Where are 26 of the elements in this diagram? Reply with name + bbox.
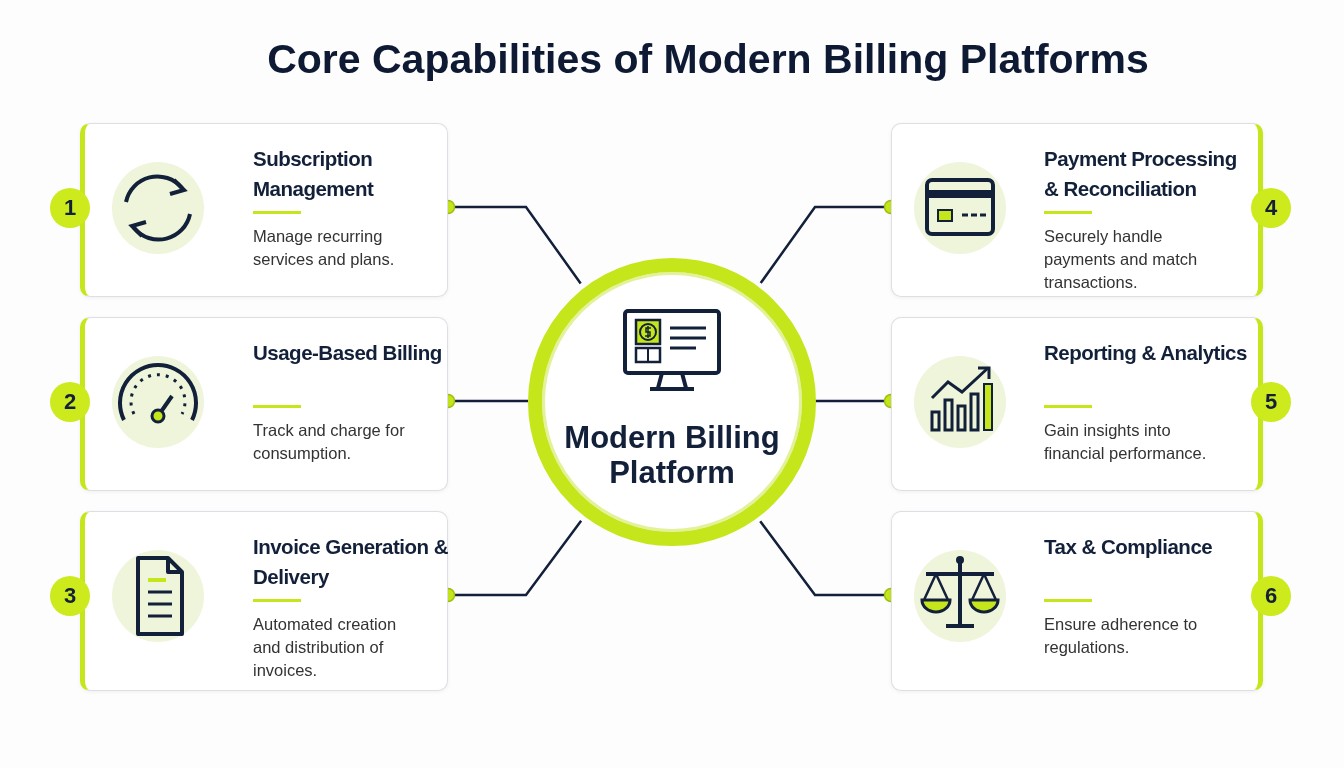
number-badge: 2 (50, 382, 90, 422)
card-description: Track and charge for consumption. (253, 420, 406, 464)
capability-card (80, 317, 448, 491)
number-badge: 1 (50, 188, 90, 228)
capability-card (80, 123, 448, 297)
card-heading: Tax & Compliance (1044, 534, 1214, 560)
number-badge: 5 (1251, 382, 1291, 422)
capability-card (891, 511, 1263, 691)
card-description: Securely handle payments and match transactions. (1044, 226, 1199, 293)
card-heading: Payment Processing & Reconciliation (1044, 146, 1238, 202)
number-badge: 4 (1251, 188, 1291, 228)
number-badge: 3 (50, 576, 90, 616)
card-heading: Subscription Management (253, 146, 375, 202)
number-badge: 6 (1251, 576, 1291, 616)
card-description: Automated creation and distribution of invoices. (253, 614, 398, 681)
card-description: Gain insights into financial performance. (1044, 420, 1208, 464)
title: Core Capabilities of Modern Billing Platforms (266, 36, 1150, 83)
capability-card (80, 511, 448, 691)
card-description: Ensure adherence to regulations. (1044, 614, 1199, 658)
hub-label: Modern Billing Platform (563, 420, 781, 490)
capability-card (891, 123, 1263, 297)
capability-card (891, 317, 1263, 491)
card-heading: Invoice Generation & Delivery (253, 534, 450, 590)
card-description: Manage recurring services and plans. (253, 226, 396, 270)
card-heading: Reporting & Analytics (1044, 340, 1248, 366)
card-heading: Usage-Based Billing (253, 340, 443, 366)
